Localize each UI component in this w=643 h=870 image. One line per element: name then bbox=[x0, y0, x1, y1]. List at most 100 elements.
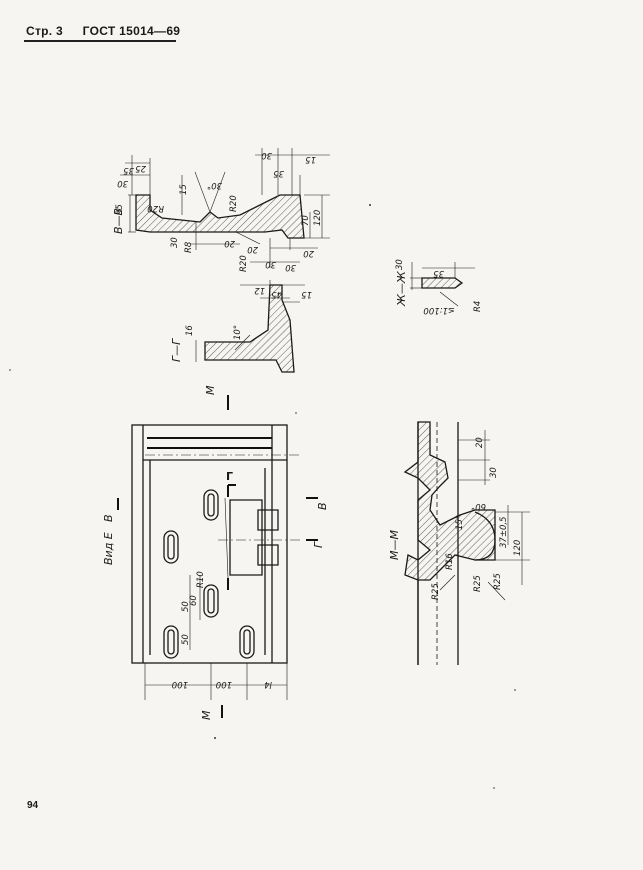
slot-3 bbox=[203, 584, 219, 618]
view-e bbox=[117, 395, 318, 718]
dim-30f: 30 bbox=[395, 259, 405, 270]
header-rule bbox=[24, 40, 176, 42]
scan-speck bbox=[493, 787, 495, 789]
dim-angle-15: 15° bbox=[455, 515, 465, 530]
dim-angle-60: 60° bbox=[471, 501, 486, 511]
section-gg-title: Г—Г bbox=[170, 338, 183, 362]
dim-angle-10: 10° bbox=[233, 325, 243, 340]
dim-line bbox=[234, 334, 251, 351]
slot-1 bbox=[203, 489, 219, 521]
dim-37: 37±0,5 bbox=[499, 517, 509, 548]
lug-boss bbox=[257, 509, 279, 531]
dim-r20b: R20 bbox=[229, 195, 239, 212]
dim-120: 120 bbox=[313, 210, 323, 226]
dim-line bbox=[194, 171, 211, 213]
dim-r20c: R20 bbox=[239, 255, 249, 272]
section-zhzh bbox=[410, 262, 475, 307]
section-zhzh-title: Ж—Ж bbox=[395, 270, 408, 307]
dim-r8: R8 bbox=[184, 241, 194, 253]
view-e-title: Вид Е bbox=[102, 532, 115, 565]
slot-5-inner bbox=[243, 629, 251, 655]
slot-2 bbox=[163, 530, 179, 564]
dim-60: 60 bbox=[189, 595, 199, 606]
dim-30e: 30 bbox=[285, 262, 296, 272]
marker-m-top: М bbox=[204, 385, 217, 395]
dim-l4: l4 bbox=[264, 679, 272, 689]
dim-35b: 35 bbox=[273, 168, 284, 178]
slot-3-inner bbox=[207, 588, 215, 614]
dim-16: 16 bbox=[185, 325, 195, 336]
dim-r10: R10 bbox=[196, 571, 206, 588]
section-mm-title: М—М bbox=[388, 530, 401, 560]
lug-boss bbox=[257, 544, 279, 566]
dim-line bbox=[439, 291, 459, 307]
section-gg bbox=[195, 280, 305, 373]
dim-r25a: R25 bbox=[473, 575, 483, 592]
dim-r20: R20 bbox=[147, 203, 164, 213]
dim-20: 20 bbox=[224, 238, 235, 248]
dim-30b: 30 bbox=[170, 237, 180, 248]
dim-slope: ≤1:100 bbox=[423, 305, 455, 315]
page-header: Стр. 3 ГОСТ 15014—69 bbox=[26, 24, 180, 38]
marker-v-right: В bbox=[316, 502, 329, 510]
slot-4 bbox=[163, 625, 179, 659]
page-number: 94 bbox=[27, 800, 39, 811]
dim-70: 70 bbox=[301, 215, 311, 226]
marker-g-top: Г bbox=[226, 470, 233, 483]
slot-5 bbox=[239, 625, 255, 659]
dim-angle-30: 30° bbox=[207, 180, 222, 190]
dim-120b: 120 bbox=[513, 540, 523, 556]
dim-35c: 35 bbox=[433, 268, 444, 278]
dim-95: 95 bbox=[115, 204, 125, 215]
dim-15c: 15 bbox=[301, 289, 312, 299]
marker-g-right: Г bbox=[312, 541, 325, 548]
dim-15: 15 bbox=[179, 184, 189, 195]
marker-v-left: В bbox=[102, 514, 115, 522]
section-vv-profile bbox=[135, 194, 305, 239]
scan-speck bbox=[9, 369, 11, 371]
dim-20d: 20 bbox=[475, 437, 485, 448]
lug-edge bbox=[224, 497, 229, 579]
lug-outline bbox=[229, 499, 263, 576]
dim-line bbox=[235, 231, 261, 245]
scan-speck bbox=[369, 204, 371, 206]
dim-line bbox=[209, 171, 226, 213]
scan-speck bbox=[514, 689, 516, 691]
slot-4-inner bbox=[167, 629, 175, 655]
dim-35: 35 bbox=[123, 165, 134, 175]
dim-50a: 50 bbox=[181, 601, 191, 612]
dim-100b: 100 bbox=[216, 679, 232, 689]
standard-code: ГОСТ 15014—69 bbox=[82, 24, 181, 38]
dim-12: 12 bbox=[254, 285, 265, 295]
dim-30c: 30 bbox=[265, 259, 276, 269]
dim-50b: 50 bbox=[181, 634, 191, 645]
section-mm bbox=[403, 421, 530, 665]
dim-100a: 100 bbox=[172, 679, 188, 689]
slot-2-inner bbox=[167, 534, 175, 560]
dim-line bbox=[439, 574, 456, 591]
section-gg-profile bbox=[204, 284, 295, 373]
section-mm-profile bbox=[403, 421, 496, 581]
dim-45: 45 bbox=[271, 289, 282, 299]
dim-r16: R16 bbox=[445, 553, 455, 570]
dim-25: 25 bbox=[135, 163, 146, 173]
dim-20b: 20 bbox=[247, 244, 258, 254]
dim-30d: 30 bbox=[261, 150, 272, 160]
scan-speck bbox=[214, 737, 216, 739]
dim-20c: 20 bbox=[303, 248, 314, 258]
dim-r4: R4 bbox=[473, 301, 483, 312]
section-zhzh-profile bbox=[421, 277, 464, 289]
marker-m-bottom: М bbox=[200, 710, 213, 720]
dim-15b: 15 bbox=[305, 154, 316, 164]
section-vv-title: В—В bbox=[112, 208, 125, 234]
scan-speck bbox=[295, 412, 297, 414]
view-e-outline bbox=[131, 424, 288, 664]
dim-r25b: R25 bbox=[431, 583, 441, 600]
mm-slot bbox=[474, 511, 496, 561]
dim-30g: 30 bbox=[489, 467, 499, 478]
slot-1-inner bbox=[207, 493, 215, 517]
dim-r25c: R25 bbox=[493, 573, 503, 590]
dim-30: 30 bbox=[117, 178, 128, 188]
dim-line bbox=[487, 581, 506, 601]
